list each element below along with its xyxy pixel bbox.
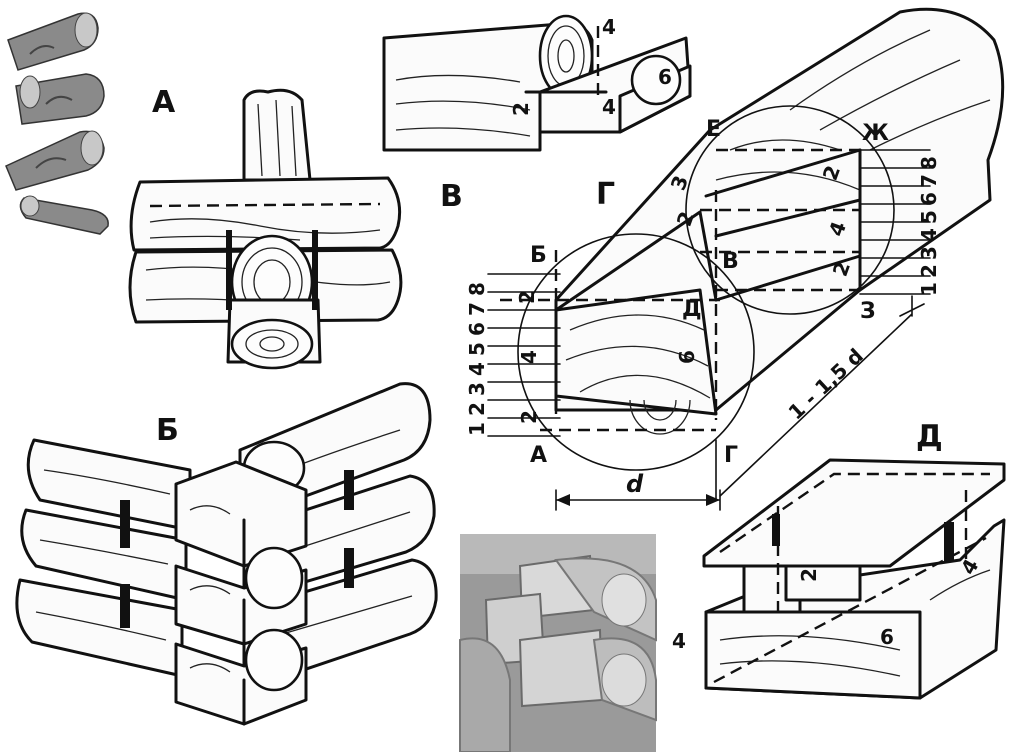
panel-d-drawing <box>702 458 1006 700</box>
panel-v-label-top: 4 <box>602 15 616 39</box>
scale-right: 1 2 3 4 5 6 7 8 <box>917 156 941 296</box>
point-label-a: А <box>530 443 547 468</box>
dim-two-bottom: 2 <box>517 410 541 424</box>
scale-left-tick: 6 <box>465 322 489 336</box>
thumb-log-4 <box>19 195 109 235</box>
dim-four-left: 4 <box>517 350 541 364</box>
label-panel-b: Б <box>156 413 179 448</box>
label-panel-v: В <box>440 179 463 214</box>
scale-right-tick: 8 <box>917 156 941 170</box>
label-panel-g: Г <box>596 177 615 212</box>
point-label-b: Б <box>530 243 547 268</box>
scale-left-tick: 7 <box>465 302 489 316</box>
thumb-log-1 <box>7 12 99 71</box>
point-label-e: Е <box>706 117 721 142</box>
scale-left: 1 2 3 4 5 6 7 8 <box>465 282 489 436</box>
scale-right-tick: 7 <box>917 174 941 188</box>
panel-d-label-two: 2 <box>797 568 821 582</box>
point-label-d: Д <box>682 297 702 322</box>
point-label-z: З <box>860 299 876 324</box>
panel-v-drawing <box>382 14 692 152</box>
scale-right-tick: 6 <box>917 192 941 206</box>
panel-b-drawing <box>15 382 438 726</box>
scale-right-tick: 2 <box>917 264 941 278</box>
panel-a-drawing <box>128 88 403 370</box>
dim-length: 1 - 1,5 d <box>784 344 868 425</box>
panel-d-label-six: 6 <box>880 625 894 649</box>
dim-two-top: 2 <box>515 290 539 304</box>
point-label-g: Г <box>724 443 738 468</box>
label-panel-a: А <box>152 85 176 120</box>
panel-v-label-mid: 4 <box>602 95 616 119</box>
point-label-zh: Ж <box>862 121 889 146</box>
panel-d-label-four-left: 4 <box>672 629 686 653</box>
scale-right-tick: 3 <box>917 246 941 260</box>
scale-right-tick: 5 <box>917 210 941 224</box>
dim-diameter: d <box>626 470 644 498</box>
scale-left-tick: 1 <box>465 422 489 436</box>
photo-inset <box>459 534 657 752</box>
scale-left-tick: 2 <box>465 402 489 416</box>
scale-right-tick: 1 <box>917 282 941 296</box>
panel-v-label-end: 6 <box>658 65 672 89</box>
scale-left-tick: 4 <box>465 362 489 376</box>
scale-left-tick: 8 <box>465 282 489 296</box>
thumb-log-3 <box>5 130 105 191</box>
thumb-log-2 <box>15 73 105 125</box>
dim-six: 6 <box>675 350 699 364</box>
scale-left-tick: 5 <box>465 342 489 356</box>
point-label-v: В <box>722 249 739 274</box>
panel-g-drawing <box>487 7 1005 511</box>
label-panel-d: Д <box>916 419 943 454</box>
scale-left-tick: 3 <box>465 382 489 396</box>
panel-v-label-left: 2 <box>509 102 533 116</box>
thumbnail-log-stack <box>5 12 109 235</box>
scale-right-tick: 4 <box>917 228 941 242</box>
